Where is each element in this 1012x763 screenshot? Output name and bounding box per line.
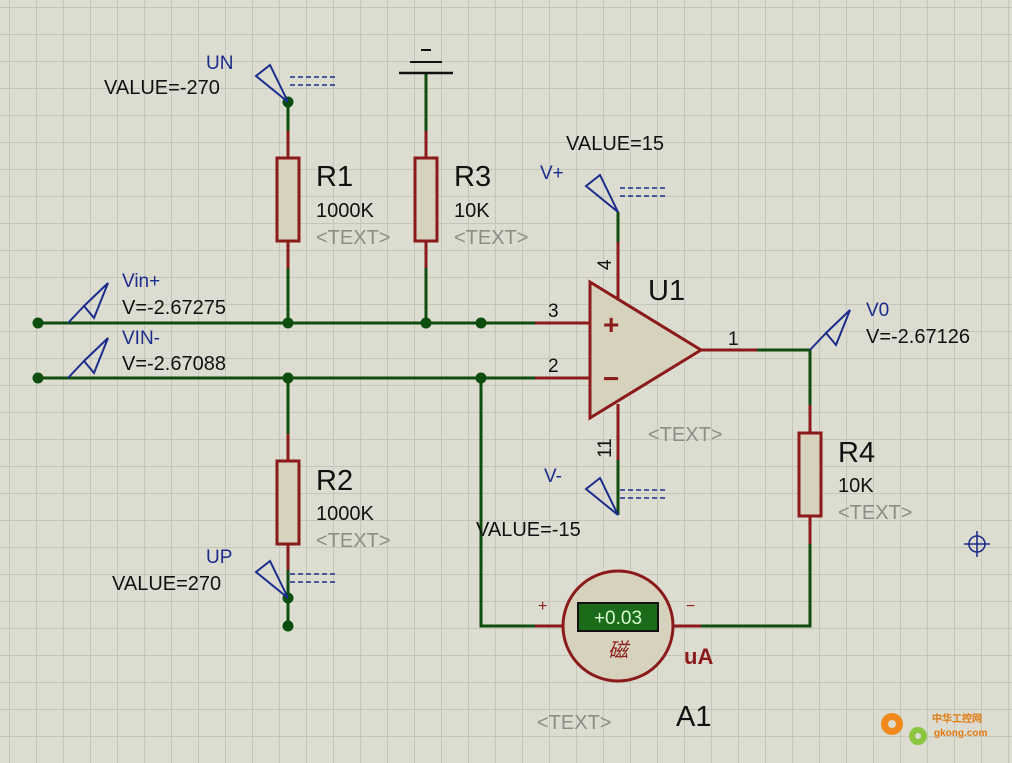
wire-inv-ammeter [479, 378, 535, 628]
resistor-r1-value: 1000K [316, 200, 374, 222]
pin-number-inv: 2 [548, 356, 559, 377]
watermark: 中华工控网 gkong.com [881, 712, 987, 745]
resistor-r2-value: 1000K [316, 503, 374, 525]
resistor-r4-name: R4 [838, 437, 875, 469]
resistor-r3-text: <TEXT> [454, 227, 528, 249]
probe-vin-minus-icon[interactable] [67, 337, 109, 379]
resistor-r4-value: 10K [838, 475, 874, 497]
watermark-domain: gkong.com [934, 728, 987, 739]
ammeter-unit: uA [684, 644, 713, 669]
probe-v0-reading: V=-2.67126 [866, 326, 970, 348]
pin-number-vneg: 11 [595, 438, 616, 458]
junction-dot [475, 372, 487, 384]
pin-number-out: 1 [728, 329, 739, 350]
opamp-plus-sign: + [603, 309, 619, 340]
generator-up-value: VALUE=270 [112, 573, 221, 595]
generator-vplus-name: V+ [540, 163, 564, 184]
opamp-minus-sign: − [603, 363, 619, 394]
generator-vplus-value: VALUE=15 [566, 133, 664, 155]
resistor-r4[interactable] [797, 405, 823, 544]
pin-number-noninv: 3 [548, 301, 559, 322]
resistor-r2[interactable] [275, 434, 301, 570]
generator-vplus-icon[interactable] [584, 173, 668, 213]
ammeter-display [577, 602, 659, 632]
opamp-name: U1 [648, 275, 685, 307]
probe-vin-plus-icon[interactable] [67, 282, 109, 324]
resistor-r4-text: <TEXT> [838, 502, 912, 524]
resistor-r3-value: 10K [454, 200, 490, 222]
resistor-r1[interactable] [275, 131, 301, 268]
generator-un-name: UN [206, 53, 233, 74]
wire-out-r4 [757, 348, 812, 405]
pin-number-vpos: 4 [595, 259, 616, 270]
ammeter-a1[interactable]: +0.03 磁 [535, 569, 701, 683]
junction-dot [475, 317, 487, 329]
resistor-r1-text: <TEXT> [316, 227, 390, 249]
ammeter-glyph: 磁 [608, 638, 631, 662]
watermark-brand: 中华工控网 [932, 712, 982, 725]
resistor-r1-name: R1 [316, 161, 353, 193]
junction-dot [282, 317, 294, 329]
opamp-u1[interactable]: + − [535, 242, 757, 460]
wire-r4-ammeter [701, 544, 812, 628]
wires [38, 73, 812, 628]
resistor-r3[interactable] [413, 131, 439, 268]
probe-v0-icon[interactable] [809, 309, 851, 351]
junctions [32, 96, 487, 632]
resistor-r3-name: R3 [454, 161, 491, 193]
probe-v0-name: V0 [866, 300, 889, 321]
junction-dot [282, 372, 294, 384]
generator-up-icon[interactable] [254, 559, 338, 599]
probe-vin-minus-reading: V=-2.67088 [122, 353, 226, 375]
crosshair-icon[interactable] [964, 531, 990, 557]
ammeter-minus-terminal: − [686, 598, 695, 615]
ground-icon[interactable] [399, 49, 453, 75]
ammeter-reading: +0.03 [594, 608, 642, 629]
ammeter-text-placeholder: <TEXT> [537, 712, 611, 734]
generator-up-name: UP [206, 547, 232, 568]
resistor-r2-name: R2 [316, 465, 353, 497]
generator-vminus-name: V- [544, 466, 562, 487]
generator-un-icon[interactable] [254, 63, 338, 103]
generator-vminus-icon[interactable] [584, 476, 668, 516]
terminal-vin-plus[interactable] [32, 317, 44, 329]
probe-vin-minus-name: VIN- [122, 328, 160, 349]
generator-un-value: VALUE=-270 [104, 77, 220, 99]
ammeter-plus-terminal: + [538, 598, 547, 615]
probe-vin-plus-name: Vin+ [122, 271, 160, 292]
ammeter-name: A1 [676, 701, 711, 733]
resistor-r2-text: <TEXT> [316, 530, 390, 552]
junction-dot [420, 317, 432, 329]
generator-vminus-value: VALUE=-15 [476, 519, 581, 541]
terminal-up[interactable] [282, 620, 294, 632]
opamp-text-placeholder: <TEXT> [648, 424, 722, 446]
probe-vin-plus-reading: V=-2.67275 [122, 297, 226, 319]
terminal-vin-minus[interactable] [32, 372, 44, 384]
